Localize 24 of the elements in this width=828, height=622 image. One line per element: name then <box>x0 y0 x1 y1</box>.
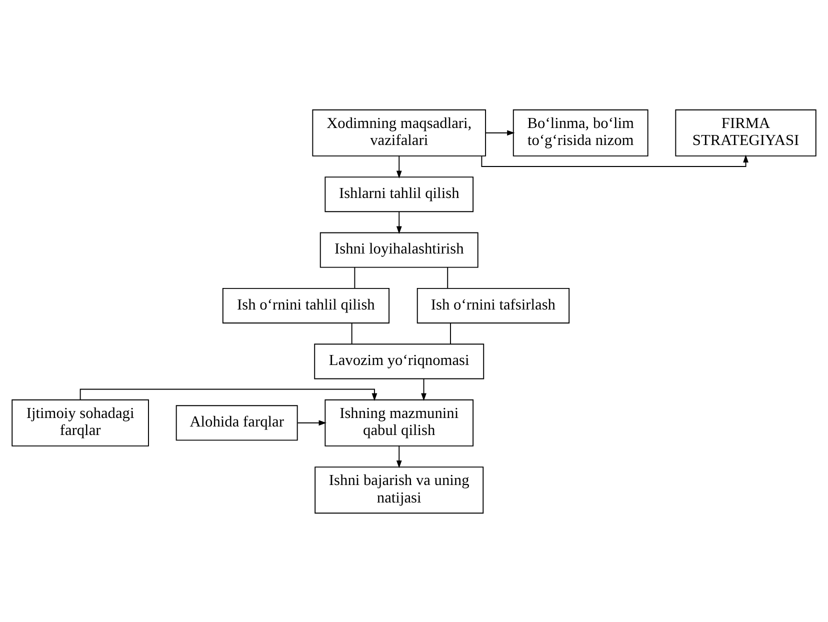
node-box: FIRMA STRATEGIYASI <box>675 108 816 156</box>
node-box: Bo‘linma, bo‘lim to‘g‘risida nizom <box>512 108 648 156</box>
node-box: Ishning mazmunini qabul qilish <box>324 398 474 446</box>
arrow <box>80 388 378 400</box>
arrow <box>421 378 426 400</box>
arrow <box>481 154 748 166</box>
arrow <box>396 155 402 178</box>
node-box: Lavozim yo‘riqnomasi <box>314 343 484 379</box>
connector <box>447 266 448 288</box>
arrow <box>297 420 326 426</box>
connector <box>450 322 451 344</box>
node-box: Xodimning maqsadlari, vazifalari <box>312 108 486 156</box>
arrow <box>396 445 402 468</box>
connector <box>354 266 356 288</box>
node-box: Alohida farqlar <box>176 404 298 440</box>
node-box: Ijtimoiy sohadagi farqlar <box>12 398 149 446</box>
arrow <box>396 210 402 234</box>
node-box: Ishni bajarish va uning natijasi <box>314 466 484 514</box>
node-box: Ish o‘rnini tahlil qilish <box>222 287 390 323</box>
connector <box>351 322 352 344</box>
node-box: Ishlarni tahlil qilish <box>324 176 474 212</box>
node-box: Ishni loyihalashtirish <box>320 232 478 268</box>
arrow <box>485 130 515 136</box>
node-box: Ish o‘rnini tafsirlash <box>416 287 570 323</box>
